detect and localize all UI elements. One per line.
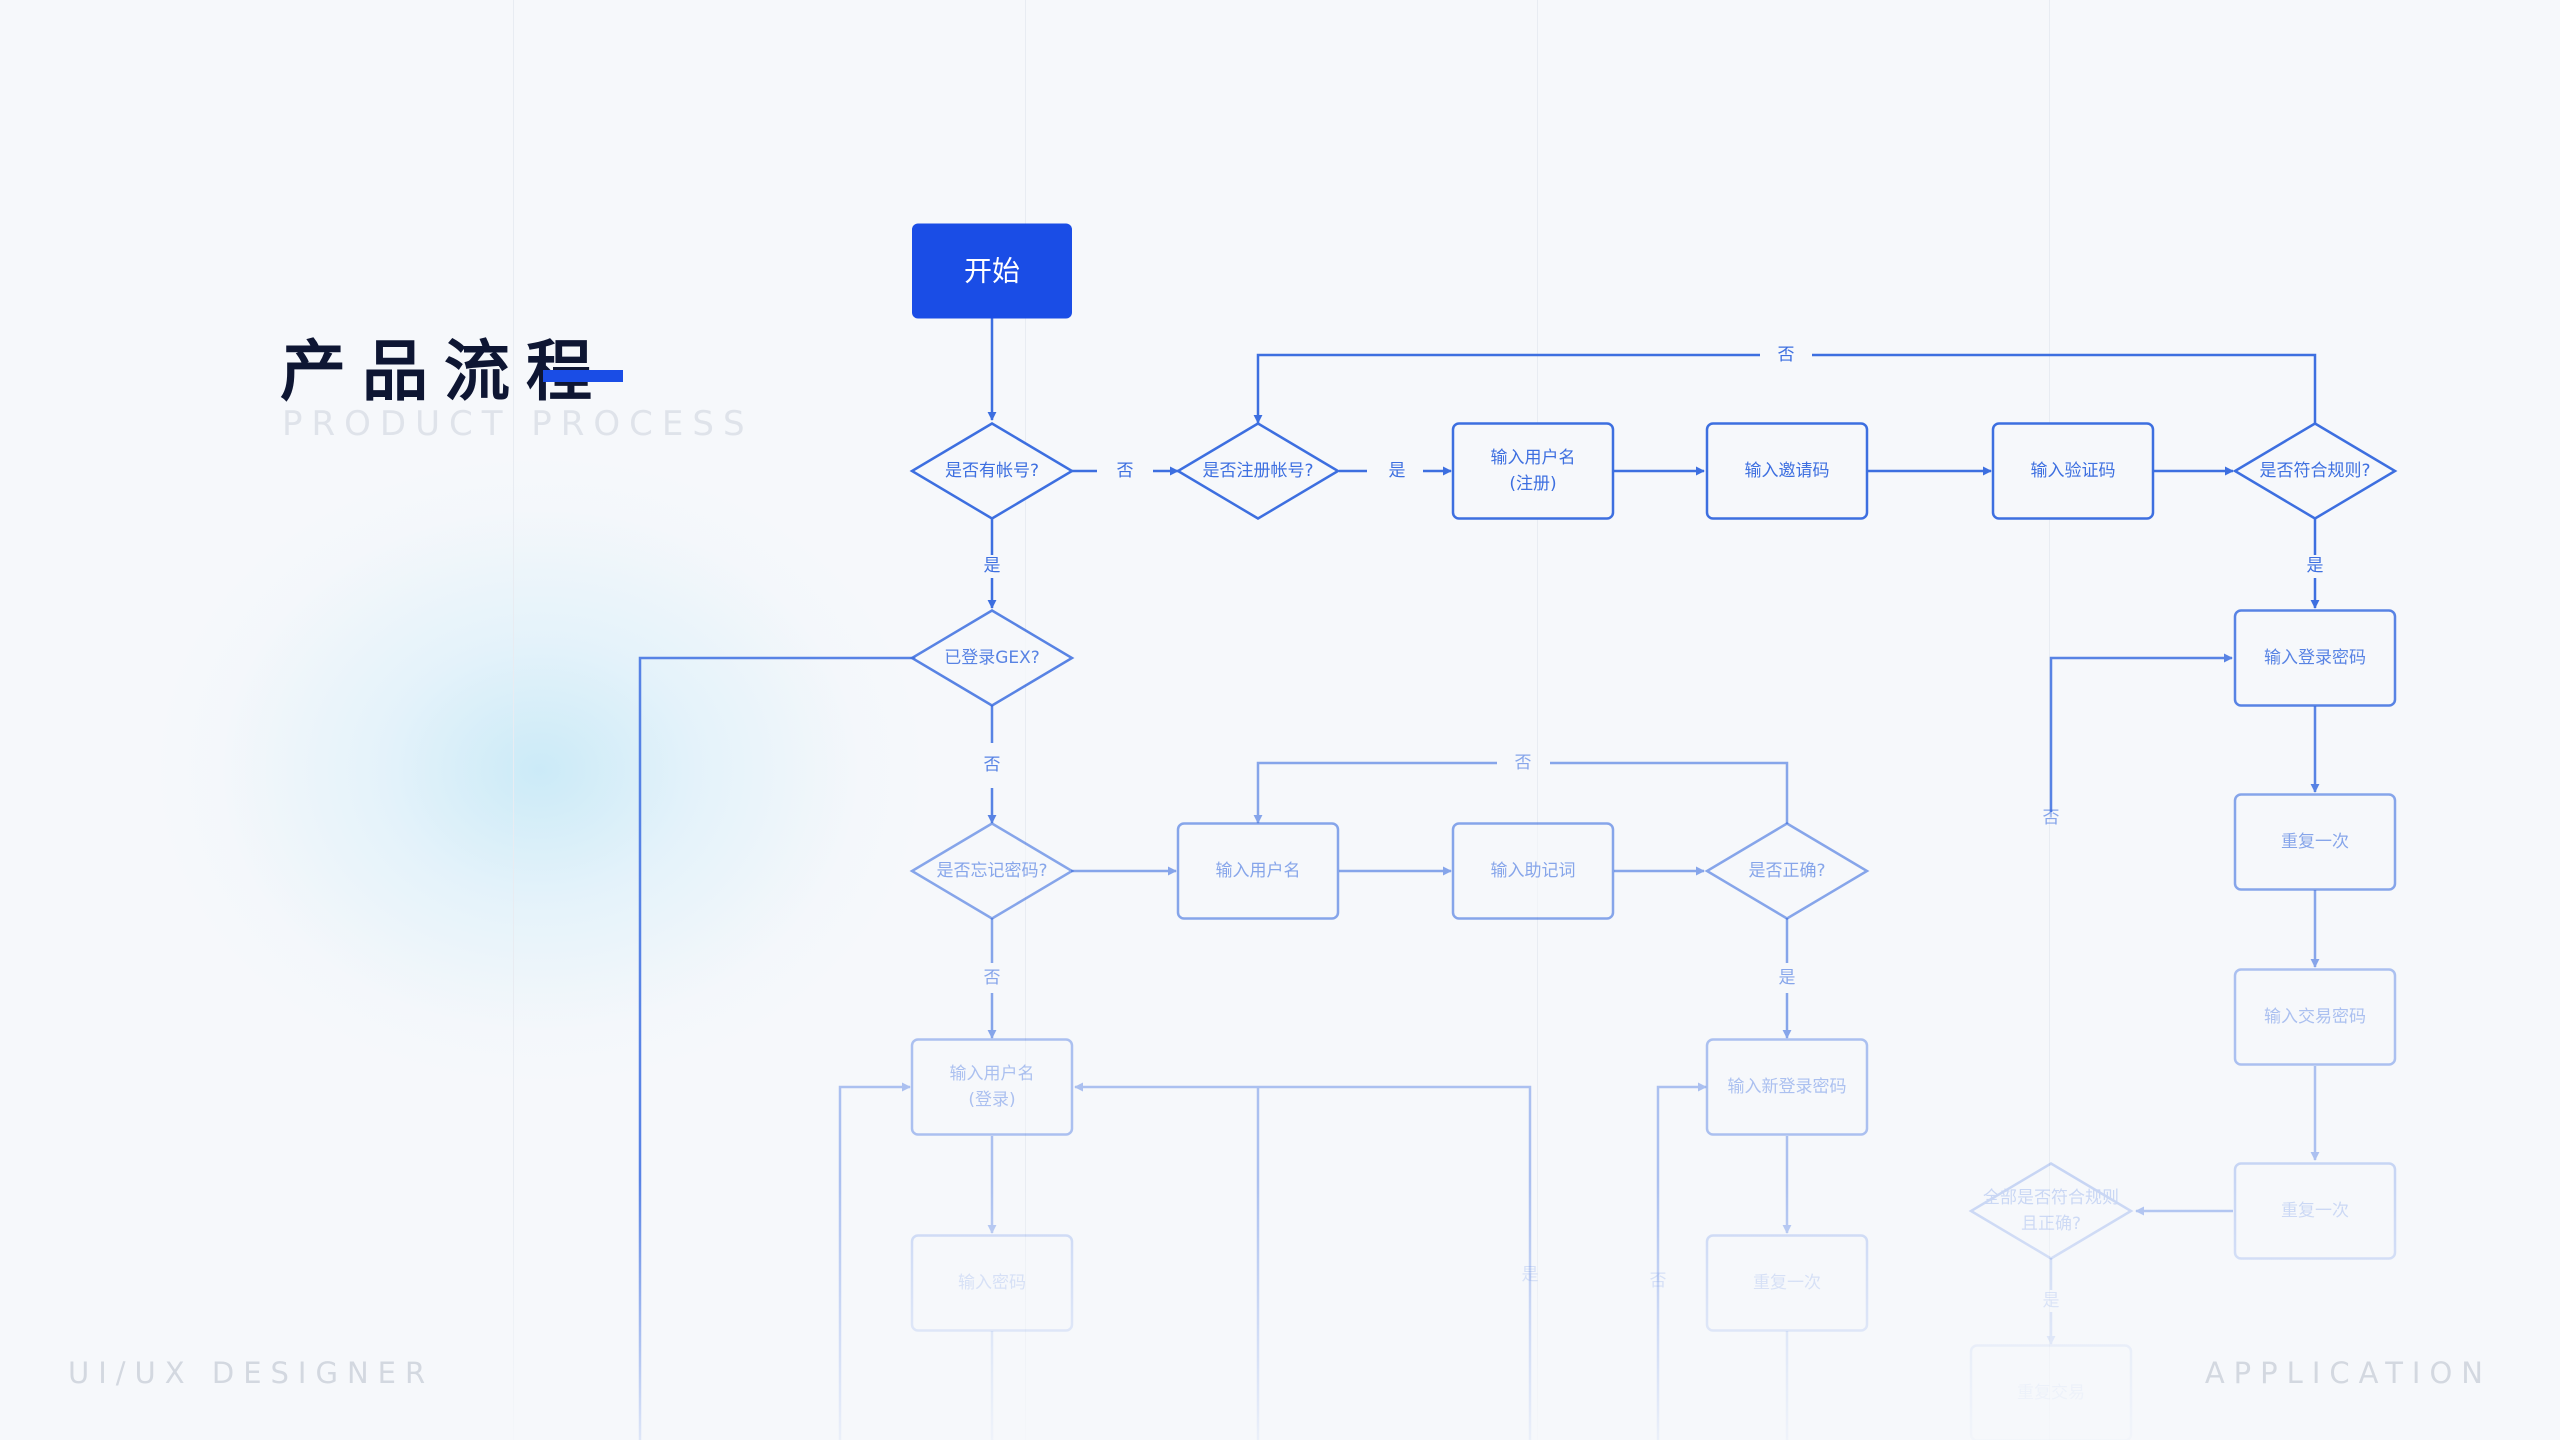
- process-box: [1705, 422, 1869, 520]
- flow-node-login-username: 输入用户名 (登录): [910, 1038, 1074, 1136]
- flow-node-label: 是否注册帐号?: [1202, 461, 1313, 481]
- edge-label-lbl-no-top: 否: [1778, 345, 1795, 365]
- process-box: [1705, 1038, 1869, 1136]
- footer-designer-label: UI/UX DESIGNER: [68, 1356, 435, 1390]
- edge-label-lbl-no-3: 否: [984, 968, 1001, 988]
- edge-label-lbl-yes-4: 是: [1779, 968, 1796, 988]
- process-box: [2233, 609, 2397, 707]
- flow-node-registered: 是否注册帐号?: [1175, 422, 1341, 520]
- connector: [2049, 653, 2233, 812]
- flow-node-label: 已登录GEX?: [944, 648, 1040, 668]
- edge-label-lbl-yes-6: 是: [2043, 1291, 2060, 1311]
- flow-node-label: 输入助记词: [1491, 861, 1576, 881]
- connector: [1253, 353, 1760, 424]
- flow-node-label: 是否有帐号?: [945, 461, 1039, 481]
- connector: [1253, 761, 1497, 824]
- process-box: [1451, 422, 1615, 520]
- page-subtitle: PRODUCT PROCESS: [282, 404, 754, 444]
- flow-node-bottom-box: 重复交易: [1969, 1344, 2133, 1440]
- process-box: [1991, 422, 2155, 520]
- connector: [1812, 353, 2317, 424]
- process-box: [910, 1038, 1074, 1136]
- flow-node-has-account: 是否有帐号?: [909, 422, 1075, 520]
- footer-application-label: APPLICATION: [2204, 1356, 2492, 1390]
- grid-line: [2049, 0, 2050, 1440]
- edge-label-lbl-yes-1: 是: [1389, 461, 1406, 481]
- flow-node-trade-password: 输入交易密码: [2233, 968, 2397, 1066]
- flow-node-new-login-password: 输入新登录密码: [1705, 1038, 1869, 1136]
- flow-node-rule-check: 是否符合规则?: [2232, 422, 2398, 520]
- flow-node-logged-in: 已登录GEX?: [909, 609, 1075, 707]
- decision-diamond: [909, 609, 1075, 707]
- flow-node-correct-check: 是否正确?: [1704, 822, 1870, 920]
- flow-node-label: 重复一次: [2281, 1201, 2349, 1221]
- connector: [838, 1082, 911, 1440]
- flow-node-label: (登录): [968, 1090, 1015, 1110]
- process-box: [2233, 968, 2397, 1066]
- flow-node-label: 输入验证码: [2031, 461, 2116, 481]
- process-box: [1176, 822, 1340, 920]
- grid-line: [1537, 0, 1538, 1440]
- flow-node-label: 是否正确?: [1748, 861, 1825, 881]
- flow-node-repeat-3: 重复一次: [2233, 1162, 2397, 1260]
- flow-node-start: 开始: [912, 223, 1072, 319]
- flow-node-label: 输入邀请码: [1745, 461, 1830, 481]
- flow-node-repeat-2: 重复一次: [1705, 1234, 1869, 1332]
- grid-line: [1025, 0, 1026, 1440]
- edge-label-lbl-yes-2: 是: [984, 556, 1001, 576]
- background-glow: [160, 460, 920, 1080]
- decision-diamond: [1704, 822, 1870, 920]
- flow-node-forgot-password: 是否忘记密码?: [909, 822, 1075, 920]
- flow-node-label: 输入用户名: [1491, 448, 1576, 468]
- edge-label-lbl-no-1: 否: [1117, 461, 1134, 481]
- flow-node-label: 是否忘记密码?: [936, 861, 1047, 881]
- start-node-box: [912, 223, 1072, 319]
- flow-node-label: 全部是否符合规则: [1983, 1188, 2119, 1208]
- flow-node-label: 输入密码: [958, 1273, 1026, 1293]
- flow-node-label: 重复交易: [2017, 1383, 2085, 1403]
- connector: [1074, 1082, 1532, 1440]
- flow-node-label: 重复一次: [2281, 832, 2349, 852]
- title-accent-bar: [543, 370, 623, 382]
- page-title: 产品流程: [280, 333, 608, 410]
- decision-diamond: [1968, 1162, 2134, 1260]
- flow-node-login-password: 输入登录密码: [2233, 609, 2397, 707]
- edge-label-lbl-no-mid: 否: [1515, 753, 1532, 773]
- flow-node-label: 重复一次: [1753, 1273, 1821, 1293]
- flow-node-password: 输入密码: [910, 1234, 1074, 1332]
- decision-diamond: [1175, 422, 1341, 520]
- edge-label-lbl-no-4: 否: [1650, 1271, 1667, 1291]
- decision-diamond: [909, 422, 1075, 520]
- decision-diamond: [909, 822, 1075, 920]
- process-box: [2233, 793, 2397, 891]
- edge-label-lbl-yes-3: 是: [2307, 556, 2324, 576]
- connector: [1550, 761, 1789, 824]
- flow-node-label: 输入新登录密码: [1728, 1077, 1847, 1097]
- flow-node-reg-username: 输入用户名 (注册): [1451, 422, 1615, 520]
- edge-label-lbl-no-2: 否: [984, 755, 1001, 775]
- flow-node-label: (注册): [1509, 474, 1556, 494]
- flow-node-fp-username: 输入用户名: [1176, 822, 1340, 920]
- flow-node-invite-code: 输入邀请码: [1705, 422, 1869, 520]
- flow-node-label: 且正确?: [2021, 1214, 2081, 1234]
- flow-node-label: 是否符合规则?: [2259, 461, 2370, 481]
- connector: [1656, 1082, 1707, 1440]
- edge-label-lbl-no-right: 否: [2043, 808, 2060, 828]
- flow-node-label: 输入用户名: [1216, 861, 1301, 881]
- flow-node-label: 开始: [964, 255, 1020, 288]
- flow-node-label: 输入用户名: [950, 1064, 1035, 1084]
- flow-node-verify-code: 输入验证码: [1991, 422, 2155, 520]
- flow-node-label: 输入登录密码: [2264, 648, 2366, 668]
- decision-diamond: [2232, 422, 2398, 520]
- edge-label-lbl-yes-5: 是: [1522, 1265, 1539, 1285]
- flow-node-repeat-1: 重复一次: [2233, 793, 2397, 891]
- flow-node-mnemonic: 输入助记词: [1451, 822, 1615, 920]
- connector: [638, 656, 916, 1440]
- grid-line: [513, 0, 514, 1440]
- flow-node-label: 输入交易密码: [2264, 1007, 2366, 1027]
- process-box: [1451, 822, 1615, 920]
